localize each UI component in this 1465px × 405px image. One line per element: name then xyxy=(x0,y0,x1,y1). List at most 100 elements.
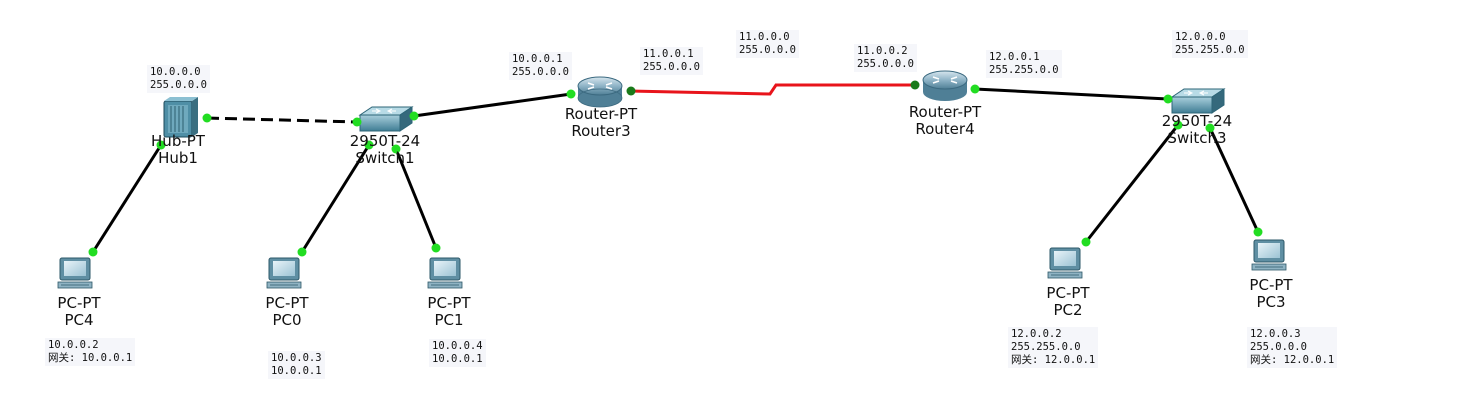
pc2-label: PC-PT PC2 xyxy=(1046,285,1089,319)
port-light xyxy=(970,84,980,94)
port-light xyxy=(297,247,307,257)
hub1-name: Hub1 xyxy=(158,149,198,167)
pc3-icon[interactable] xyxy=(1251,239,1287,271)
port-light xyxy=(431,243,441,253)
pc1-name: PC1 xyxy=(434,311,464,329)
switch3-name: Switch3 xyxy=(1167,129,1227,147)
note-line: 10.0.0.4 xyxy=(432,340,483,352)
note-line: 255.255.0.0 xyxy=(1175,44,1245,56)
port-light xyxy=(352,117,362,127)
note-line: 255.0.0.0 xyxy=(1250,341,1307,353)
port-light xyxy=(409,111,419,121)
pc3-name: PC3 xyxy=(1256,293,1286,311)
pc4-icon[interactable] xyxy=(57,257,93,289)
router3-type: Router-PT xyxy=(564,105,638,123)
hub1-label: Hub-PT Hub1 xyxy=(151,133,205,167)
router4-type: Router-PT xyxy=(908,103,982,121)
link-serial-router3-router4[interactable] xyxy=(630,83,915,96)
pc2-name: PC2 xyxy=(1053,301,1083,319)
note-line: 255.0.0.0 xyxy=(150,79,207,91)
port-light xyxy=(1081,237,1091,247)
pc0-name: PC0 xyxy=(272,311,302,329)
pc0-icon[interactable] xyxy=(266,257,302,289)
note-line: 255.255.0.0 xyxy=(989,64,1059,76)
port-indicators xyxy=(88,80,1263,257)
note-line: 11.0.0.2 xyxy=(857,45,908,57)
port-light xyxy=(626,86,636,96)
note-line: 11.0.0.0 xyxy=(739,31,790,43)
switch1-icon[interactable] xyxy=(358,106,414,132)
link-switch1-pc0[interactable] xyxy=(300,144,371,253)
note-line: 网关: 10.0.0.1 xyxy=(48,352,133,364)
note-line: 10.0.0.2 xyxy=(48,339,99,351)
switch1-type: 2950T-24 xyxy=(349,132,421,150)
router4-icon[interactable] xyxy=(922,70,968,101)
link-router4-switch3[interactable] xyxy=(974,87,1169,101)
port-light xyxy=(1163,94,1173,104)
router3-name: Router3 xyxy=(571,122,631,140)
pc4-type: PC-PT xyxy=(57,294,101,312)
note-switch3-network[interactable]: 12.0.0.0 255.255.0.0 xyxy=(1172,30,1248,58)
note-hub-network[interactable]: 10.0.0.0 255.0.0.0 xyxy=(147,65,210,93)
note-line: 12.0.0.0 xyxy=(1175,31,1226,43)
note-line: 255.0.0.0 xyxy=(512,66,569,78)
port-light xyxy=(910,80,920,90)
link-hub1-pc4[interactable] xyxy=(91,144,163,253)
note-pc1-config[interactable]: 10.0.0.4 10.0.0.1 xyxy=(429,339,486,367)
port-light xyxy=(364,140,374,150)
note-line: 255.0.0.0 xyxy=(739,44,796,56)
link-switch1-router3[interactable] xyxy=(413,92,572,118)
switch1-label: 2950T-24 Switch1 xyxy=(350,133,420,167)
pc0-label: PC-PT PC0 xyxy=(265,295,308,329)
hub1-type: Hub-PT xyxy=(151,132,205,150)
note-line: 10.0.0.1 xyxy=(512,53,563,65)
switch3-type: 2950T-24 xyxy=(1161,112,1233,130)
switch3-icon[interactable] xyxy=(1170,88,1226,114)
router3-label: Router-PT Router3 xyxy=(565,106,637,140)
router4-name: Router4 xyxy=(915,120,975,138)
pc2-type: PC-PT xyxy=(1046,284,1090,302)
pc2-icon[interactable] xyxy=(1047,247,1083,279)
note-pc4-config[interactable]: 10.0.0.2 网关: 10.0.0.1 xyxy=(45,338,136,366)
note-router3-left[interactable]: 10.0.0.1 255.0.0.0 xyxy=(509,52,572,80)
port-light xyxy=(566,89,576,99)
note-line: 12.0.0.3 xyxy=(1250,328,1301,340)
note-line: 255.0.0.0 xyxy=(643,61,700,73)
note-router4-right[interactable]: 12.0.0.1 255.255.0.0 xyxy=(986,50,1062,78)
pc0-type: PC-PT xyxy=(265,294,309,312)
note-router4-left[interactable]: 11.0.0.2 255.0.0.0 xyxy=(854,44,917,72)
router3-icon[interactable] xyxy=(577,76,623,108)
note-line: 255.255.0.0 xyxy=(1011,341,1081,353)
links xyxy=(91,83,1260,253)
note-line: 10.0.0.0 xyxy=(150,66,201,78)
note-line: 10.0.0.3 xyxy=(271,352,322,364)
port-light xyxy=(1205,123,1215,133)
router4-label: Router-PT Router4 xyxy=(909,104,981,138)
note-line: 10.0.0.1 xyxy=(432,353,483,365)
pc1-icon[interactable] xyxy=(427,257,463,289)
link-hub1-switch1[interactable] xyxy=(206,116,358,124)
pc3-type: PC-PT xyxy=(1249,276,1293,294)
pc1-label: PC-PT PC1 xyxy=(427,295,470,329)
note-line: 255.0.0.0 xyxy=(857,58,914,70)
link-switch1-pc1[interactable] xyxy=(394,148,438,249)
note-pc3-config[interactable]: 12.0.0.3 255.0.0.0 网关: 12.0.0.1 xyxy=(1247,327,1338,368)
pc1-type: PC-PT xyxy=(427,294,471,312)
note-pc0-config[interactable]: 10.0.0.3 10.0.0.1 xyxy=(268,351,325,379)
note-line: 网关: 12.0.0.1 xyxy=(1011,354,1096,366)
note-line: 12.0.0.1 xyxy=(989,51,1040,63)
note-line: 10.0.0.1 xyxy=(271,365,322,377)
pc4-label: PC-PT PC4 xyxy=(57,295,100,329)
note-pc2-config[interactable]: 12.0.0.2 255.255.0.0 网关: 12.0.0.1 xyxy=(1008,327,1099,368)
note-line: 11.0.0.1 xyxy=(643,48,694,60)
note-line: 网关: 12.0.0.1 xyxy=(1250,354,1335,366)
port-light xyxy=(156,140,166,150)
pc4-name: PC4 xyxy=(64,311,94,329)
link-switch3-pc3[interactable] xyxy=(1208,127,1260,233)
note-serial-network[interactable]: 11.0.0.0 255.0.0.0 xyxy=(736,30,799,58)
port-light xyxy=(1173,120,1183,130)
hub-icon[interactable] xyxy=(163,97,198,138)
link-switch3-pc2[interactable] xyxy=(1084,124,1180,243)
note-router3-right[interactable]: 11.0.0.1 255.0.0.0 xyxy=(640,47,703,75)
